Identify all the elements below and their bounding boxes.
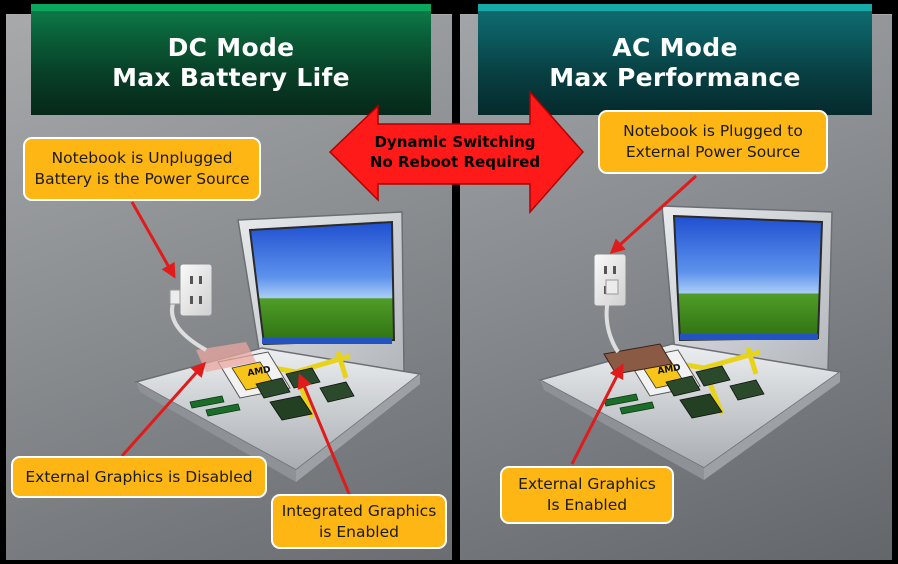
laptop-icon: AMD: [537, 205, 842, 480]
callout-line: External Graphics is Disabled: [25, 467, 253, 486]
ac-mode-subtitle: Max Performance: [549, 63, 801, 92]
memory-module-icon: [603, 393, 655, 415]
callout-line: Integrated Graphics: [281, 501, 437, 520]
callout-notebook-plugged: Notebook is Plugged to External Power So…: [598, 110, 828, 174]
wall-outlet-icon: [179, 263, 213, 317]
dynamic-switching-arrow: [328, 90, 585, 214]
callout-integrated-graphics-enabled: Integrated Graphics is Enabled: [271, 494, 447, 549]
dynamic-switching-label: Dynamic Switching No Reboot Required: [352, 132, 558, 172]
callout-external-graphics-enabled: External Graphics Is Enabled: [500, 466, 674, 524]
dc-mode-header: DC Mode Max Battery Life: [31, 4, 431, 115]
memory-module-icon: [189, 395, 241, 417]
graphics-chip-icon: [665, 365, 765, 419]
callout-line: Battery is the Power Source: [34, 170, 250, 188]
ac-mode-title: AC Mode: [612, 33, 738, 62]
ac-mode-header: AC Mode Max Performance: [478, 4, 872, 115]
callout-external-graphics-disabled: External Graphics is Disabled: [11, 456, 267, 498]
callout-line: Notebook is Unplugged: [51, 149, 233, 167]
laptop-icon: AMD: [134, 211, 422, 482]
disabled-external-graphics-icon: [196, 342, 256, 372]
switch-label-line2: No Reboot Required: [369, 153, 541, 171]
cpu-chip-label: AMD: [247, 365, 272, 379]
pointer-arrows: [120, 174, 698, 497]
dc-mode-subtitle: Max Battery Life: [112, 63, 350, 92]
callout-line: External Graphics: [518, 475, 656, 493]
callout-line: Notebook is Plugged to: [623, 122, 803, 140]
callout-line: External Power Source: [625, 143, 801, 161]
switch-label-line1: Dynamic Switching: [374, 133, 536, 151]
callout-notebook-unplugged: Notebook is Unplugged Battery is the Pow…: [23, 137, 261, 201]
callout-line: Is Enabled: [546, 496, 628, 514]
cpu-chip-label: AMD: [657, 363, 682, 377]
dc-mode-title: DC Mode: [167, 33, 295, 62]
callout-line: is Enabled: [319, 522, 399, 541]
